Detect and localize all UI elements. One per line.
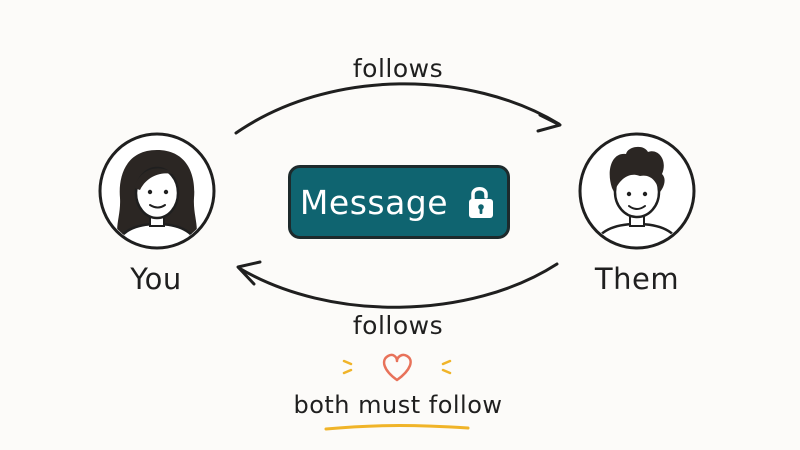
them-label: Them — [594, 262, 680, 296]
arrow-them-to-you — [236, 260, 559, 309]
message-button-label: Message — [299, 182, 449, 222]
heart-icon — [382, 353, 412, 382]
underline-accent — [324, 424, 470, 431]
you-label: You — [130, 262, 182, 296]
message-button[interactable]: Message — [288, 165, 510, 239]
edge-label-bottom: follows — [352, 311, 444, 340]
mutual-follow-caption: both must follow — [293, 391, 503, 419]
man-avatar-icon — [578, 132, 696, 250]
unlocked-padlock-icon — [469, 187, 494, 218]
sparkle-left-icon — [342, 359, 353, 375]
sparkle-right-icon — [441, 359, 452, 375]
edge-label-top: follows — [352, 54, 444, 83]
woman-avatar-icon — [98, 132, 216, 250]
arrow-you-to-them — [234, 82, 562, 135]
